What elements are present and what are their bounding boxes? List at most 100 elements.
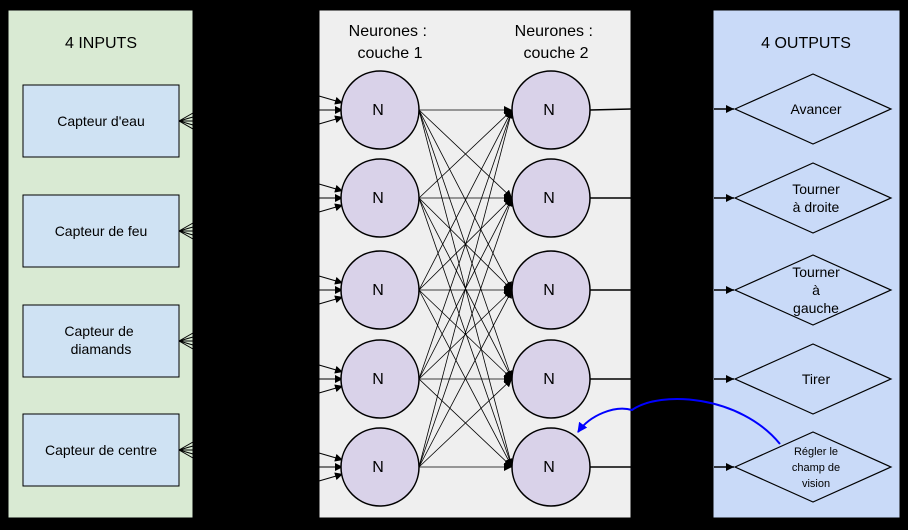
output-diamond bbox=[733, 431, 893, 503]
neuron-circle bbox=[340, 250, 420, 330]
neuron-label: N bbox=[372, 459, 384, 476]
layer2-title-line: Neurones : bbox=[515, 23, 593, 40]
neuron-circle bbox=[340, 158, 420, 238]
neuron-circle bbox=[511, 427, 591, 507]
neuron-label: N bbox=[372, 190, 384, 207]
output-label-line: Avancer bbox=[790, 101, 841, 117]
inputs-title: 4 INPUTS bbox=[65, 35, 137, 52]
output-label: Tourner à gauche bbox=[792, 264, 840, 316]
input-connection-line bbox=[178, 120, 201, 128]
sensor-label: Capteur d'eau bbox=[57, 113, 145, 129]
output-label-line: vision bbox=[802, 478, 830, 490]
neuron-label: N bbox=[543, 371, 555, 388]
layer2-title-line: couche 2 bbox=[524, 45, 589, 62]
output-diamond bbox=[733, 162, 893, 234]
arrow-icon bbox=[318, 364, 344, 374]
output-label-line: Tourner bbox=[792, 264, 840, 280]
layer2-to-output-connections bbox=[589, 105, 734, 471]
connection-line bbox=[418, 197, 514, 468]
neuron-circle bbox=[340, 70, 420, 150]
input-connection-line bbox=[178, 108, 201, 122]
neurons: N N N N N N N N N N bbox=[340, 70, 591, 507]
neuron-label: N bbox=[543, 190, 555, 207]
neuron: N bbox=[340, 250, 420, 330]
sensor-label: Capteur de feu bbox=[55, 223, 148, 239]
neuron-circle bbox=[511, 70, 591, 150]
output-label-line: à droite bbox=[793, 199, 840, 215]
input-connections bbox=[178, 95, 344, 482]
arrow-icon bbox=[318, 472, 344, 482]
neuron: N bbox=[340, 339, 420, 419]
neuron-circle bbox=[511, 158, 591, 238]
output-diamond bbox=[733, 343, 893, 415]
connection-line bbox=[418, 289, 513, 468]
sensor-box: Capteur d'eau bbox=[22, 84, 180, 158]
output-label: Avancer bbox=[790, 101, 841, 117]
input-connection-line bbox=[178, 328, 201, 342]
sensor-box: Capteur de diamands bbox=[22, 304, 180, 378]
input-connection-line bbox=[178, 218, 201, 232]
neuron: N bbox=[340, 427, 420, 507]
output-label-line: champ de bbox=[792, 462, 840, 474]
neuron: N bbox=[340, 158, 420, 238]
arrow-icon bbox=[318, 95, 344, 105]
neuron: N bbox=[511, 70, 591, 150]
input-connection-line bbox=[178, 224, 201, 232]
sensor-label-line: diamands bbox=[71, 341, 132, 357]
output-diamond bbox=[733, 254, 893, 326]
output-label-line: Tirer bbox=[802, 371, 831, 387]
sensor-box-frame bbox=[22, 304, 180, 378]
connection-line bbox=[418, 109, 513, 291]
neuron-circle bbox=[511, 250, 591, 330]
curved-arrow-icon bbox=[577, 398, 781, 445]
output-diamond bbox=[733, 73, 893, 145]
input-connection-line bbox=[178, 449, 201, 457]
connection-line bbox=[418, 289, 513, 380]
neuron: N bbox=[511, 427, 591, 507]
input-connection-line bbox=[178, 114, 201, 122]
input-connection-line bbox=[178, 334, 201, 342]
input-connection-line bbox=[178, 340, 201, 348]
arrow-icon bbox=[318, 295, 344, 305]
arrow-icon bbox=[318, 452, 344, 462]
sensor-label: Capteur de centre bbox=[45, 442, 157, 458]
sensor-box: Capteur de feu bbox=[22, 194, 180, 268]
sensor-box-frame bbox=[22, 84, 180, 158]
output-label-line: à bbox=[812, 282, 820, 298]
neuron-label: N bbox=[543, 102, 555, 119]
sensor-box-frame bbox=[22, 194, 180, 268]
sensor-label: Capteur de diamands bbox=[64, 323, 137, 357]
output-label: Tirer bbox=[802, 371, 831, 387]
sensor-box-frame bbox=[22, 413, 180, 487]
outputs-title: 4 OUTPUTS bbox=[761, 35, 851, 52]
input-connection-line bbox=[178, 437, 201, 451]
neuron-circle bbox=[340, 427, 420, 507]
output-label-line: gauche bbox=[793, 300, 839, 316]
neuron: N bbox=[511, 339, 591, 419]
layer2-title: Neurones : couche 2 bbox=[515, 23, 598, 62]
output-connection-line bbox=[589, 108, 632, 111]
sensor-box: Capteur de centre bbox=[22, 413, 180, 487]
neuron-label: N bbox=[372, 371, 384, 388]
neuron-label: N bbox=[372, 102, 384, 119]
connection-line bbox=[418, 109, 514, 468]
arrow-icon bbox=[318, 115, 344, 125]
neuron-label: N bbox=[543, 459, 555, 476]
neuron-label: N bbox=[543, 282, 555, 299]
arrow-icon bbox=[318, 275, 344, 285]
layer1-to-layer2-connections bbox=[418, 106, 514, 471]
sensor-label-line: Capteur de bbox=[64, 323, 133, 339]
neuron: N bbox=[511, 250, 591, 330]
arrow-icon bbox=[318, 203, 344, 213]
arrow-icon bbox=[318, 183, 344, 193]
neuron-circle bbox=[340, 339, 420, 419]
input-connection-line bbox=[178, 340, 201, 354]
input-connection-line bbox=[178, 449, 201, 463]
input-connection-line bbox=[178, 120, 201, 134]
input-connection-line bbox=[178, 230, 201, 244]
